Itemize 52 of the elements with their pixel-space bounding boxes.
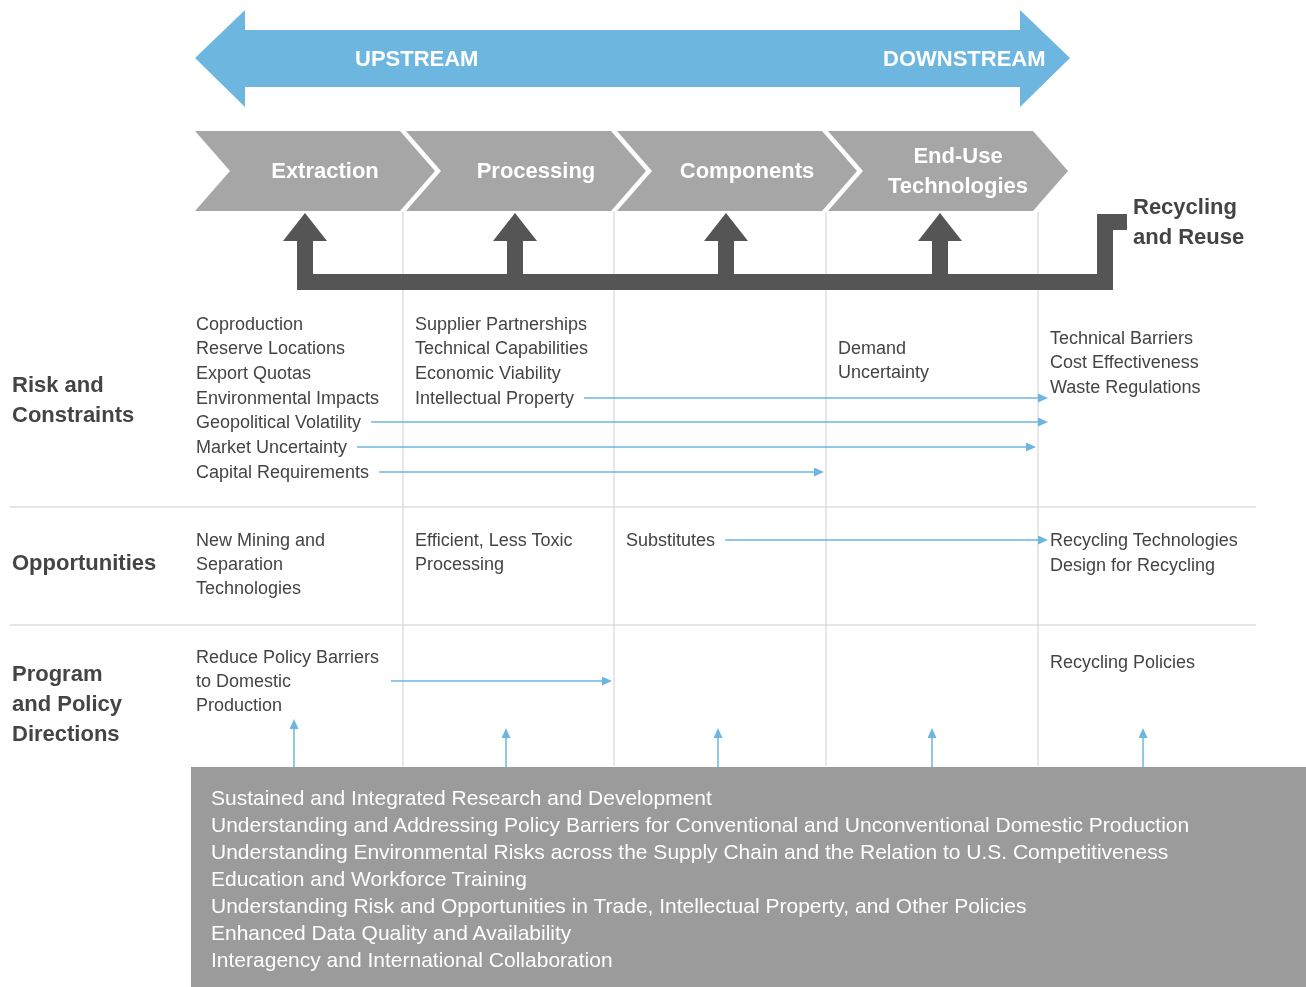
text-line: Understanding Environmental Risks across the Supply Chain and the Relation to U.S. Competitiveness [211, 839, 1170, 865]
arrow [378, 467, 824, 477]
text-panel [191, 767, 1306, 987]
double-arrow [195, 10, 1070, 107]
list-text: Recycling Policies [1050, 650, 1196, 674]
arrow [713, 728, 723, 768]
arrow [927, 728, 937, 768]
text-line: Education and Workforce Training [211, 866, 528, 892]
text-line: Understanding Risk and Opportunities in Trade, Intellectual Property, and Other Policies [211, 893, 1028, 919]
list-text: Efficient, Less Toxic Processing [415, 528, 600, 576]
row-heading: Opportunities [12, 549, 158, 577]
list-text: Export Quotas [196, 361, 312, 385]
arrow [370, 417, 1048, 427]
arrow [724, 535, 1048, 545]
text-line: Understanding and Addressing Policy Barriers for Conventional and Unconventional Domestic Production [211, 812, 1191, 838]
list-text: Reduce Policy Barriers to Domestic Production [196, 645, 381, 717]
text-line: Sustained and Integrated Research and Development [211, 785, 713, 811]
list-text: Coproduction [196, 312, 304, 336]
list-text: New Mining and Separation Technologies [196, 528, 356, 600]
list-text: Substitutes [626, 528, 716, 552]
list-text: Recycling Technologies [1050, 528, 1238, 552]
stage-banner: Processing [406, 131, 646, 211]
row-heading: Program and Policy Directions [12, 660, 124, 748]
arrow-label: DOWNSTREAM [883, 46, 1046, 72]
stage-banner: End-Use Technologies [828, 131, 1068, 211]
list-text: Reserve Locations [196, 336, 346, 360]
list-text: Waste Regulations [1050, 375, 1201, 399]
loop-label: Recycling and Reuse [1133, 192, 1263, 252]
list-text: Capital Requirements [196, 460, 370, 484]
arrow [289, 719, 299, 768]
row-heading: Risk and Constraints [12, 371, 136, 429]
list-text: Intellectual Property [415, 386, 575, 410]
arrow [583, 393, 1048, 403]
list-text: Market Uncertainty [196, 435, 348, 459]
arrow [1138, 728, 1148, 768]
list-text: Economic Viability [415, 361, 561, 385]
stage-banner: Extraction [195, 131, 435, 211]
list-text: Geopolitical Volatility [196, 410, 362, 434]
text-line: Interagency and International Collaboration [211, 947, 614, 973]
list-text: Technical Capabilities [415, 336, 589, 360]
arrow-label: UPSTREAM [355, 46, 479, 72]
list-text: Cost Effectiveness [1050, 350, 1199, 374]
list-text: Design for Recycling [1050, 553, 1216, 577]
stage-banner: Components [617, 131, 857, 211]
list-text: Demand Uncertainty [838, 336, 988, 384]
arrow [501, 728, 511, 768]
arrow [356, 442, 1036, 452]
text-line: Enhanced Data Quality and Availability [211, 920, 573, 946]
list-text: Environmental Impacts [196, 386, 380, 410]
arrow [390, 676, 612, 686]
list-text: Supplier Partnerships [415, 312, 588, 336]
list-text: Technical Barriers [1050, 326, 1194, 350]
